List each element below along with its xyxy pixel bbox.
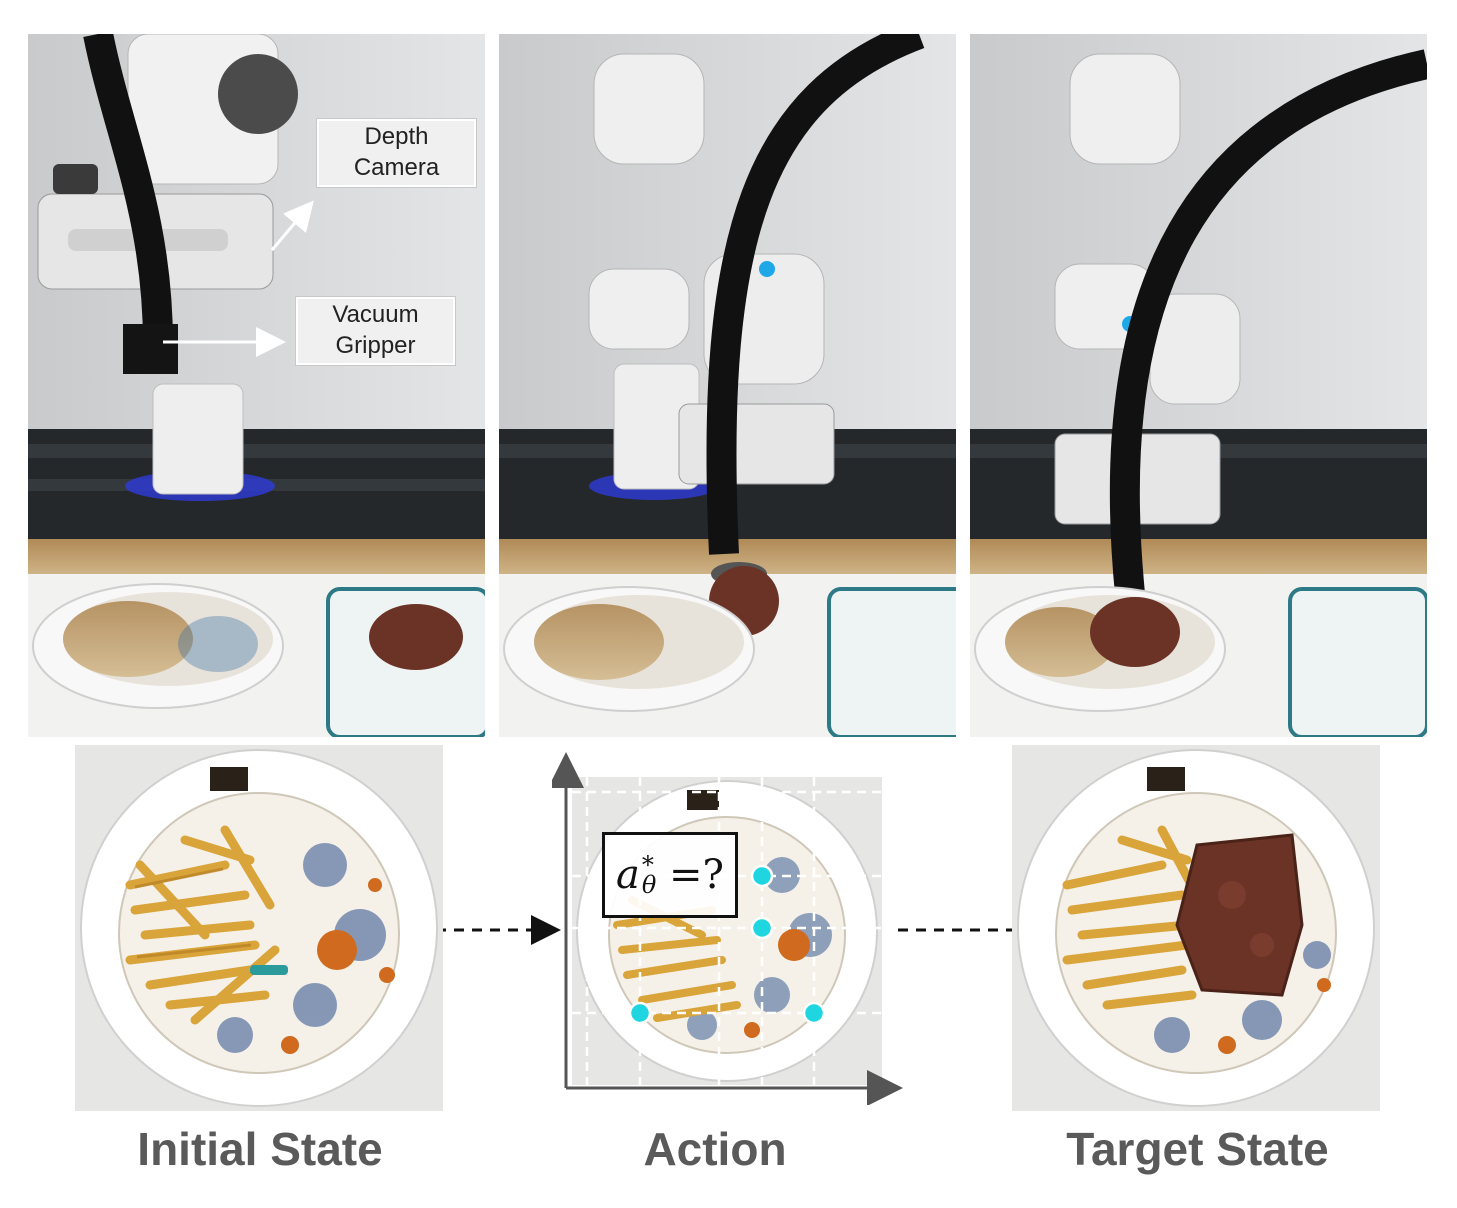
caption-target-state: Target State xyxy=(1066,1123,1329,1175)
formula-rest: =? xyxy=(656,852,724,898)
depth-camera-arrow xyxy=(270,200,314,251)
action-formula-box: a * θ =? xyxy=(602,832,738,918)
action-point-3 xyxy=(628,1001,652,1025)
vacuum-gripper-label: Vacuum Gripper xyxy=(296,297,455,365)
steak-placed xyxy=(1175,833,1304,997)
candidate-action-points xyxy=(628,864,826,1025)
action-topview xyxy=(552,750,907,1105)
action-point-4 xyxy=(802,1001,826,1025)
vacuum-gripper-label-line2: Gripper xyxy=(335,332,416,359)
formula-subscript: θ xyxy=(641,871,657,899)
formula-superscript: * xyxy=(641,851,654,879)
depth-camera-label-line1: Depth xyxy=(364,123,429,150)
action-point-2 xyxy=(750,916,774,940)
caption-initial-state: Initial State xyxy=(137,1123,383,1175)
target-state-topview xyxy=(1012,745,1380,1111)
depth-camera-label-line2: Camera xyxy=(353,154,440,181)
vacuum-gripper-label-line1: Vacuum xyxy=(332,301,419,328)
action-point-1 xyxy=(750,864,774,888)
initial-state-topview xyxy=(75,745,443,1111)
caption-action: Action xyxy=(643,1123,787,1175)
formula-base: a xyxy=(616,852,640,898)
depth-camera-label: Depth Camera xyxy=(317,119,476,187)
action-photo-panel xyxy=(499,34,956,737)
target-photo-panel xyxy=(970,34,1427,737)
